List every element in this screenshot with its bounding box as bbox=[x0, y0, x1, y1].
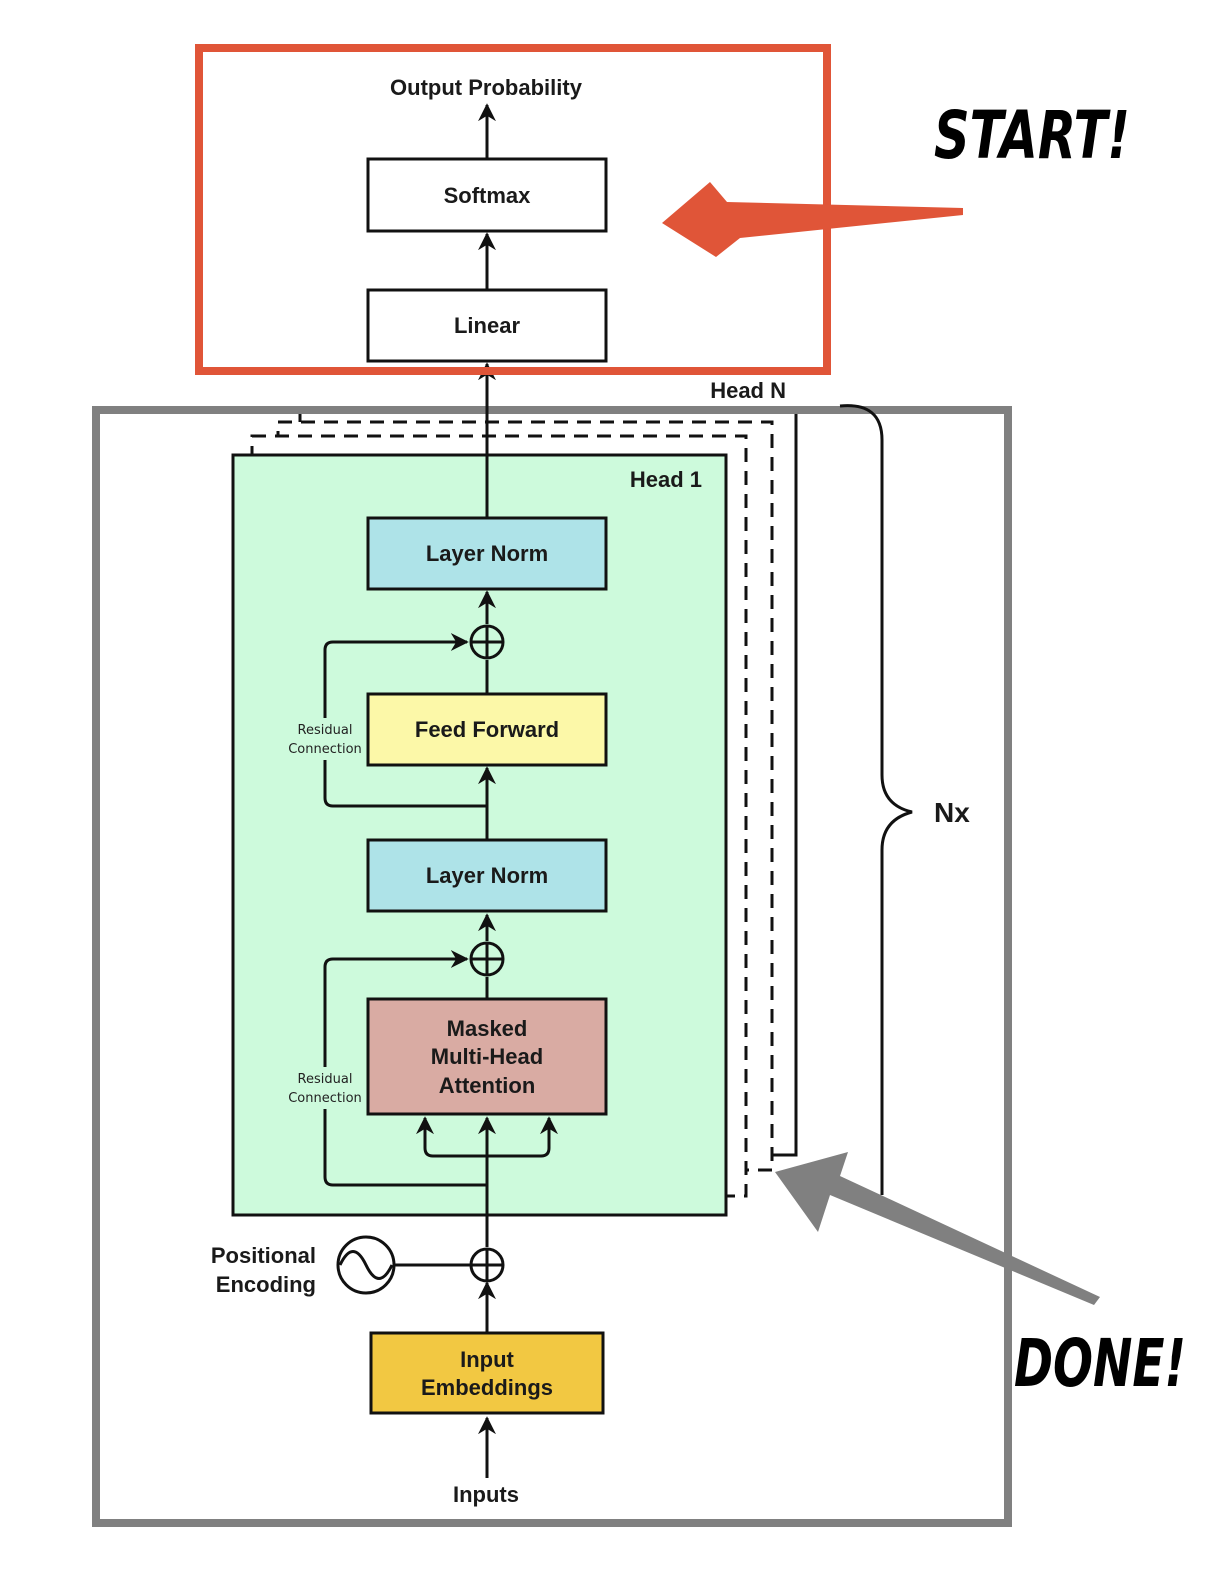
linear-box bbox=[366, 288, 608, 363]
inputs-label: Inputs bbox=[453, 1482, 519, 1507]
masked-attention-box bbox=[366, 997, 608, 1116]
softmax-box bbox=[366, 157, 608, 233]
layer-norm-bottom-label: Layer Norm bbox=[426, 863, 548, 888]
done-arrow bbox=[775, 1152, 1100, 1305]
done-annotation: DONE! bbox=[1014, 1325, 1186, 1402]
head-1-label: Head 1 bbox=[630, 467, 702, 492]
attention-input-branch bbox=[423, 1118, 551, 1158]
circled-plus-icon bbox=[469, 624, 505, 660]
layer-norm-top-label: Layer Norm bbox=[426, 541, 548, 566]
residual-label-1-bg bbox=[288, 1067, 362, 1109]
start-arrow bbox=[662, 182, 963, 257]
residual-label-2-bg bbox=[288, 718, 362, 760]
circled-plus-icon bbox=[469, 1247, 505, 1283]
nx-label: Nx bbox=[934, 797, 970, 828]
residual-label-1-line2: Connection bbox=[288, 1091, 362, 1106]
nx-brace bbox=[839, 404, 913, 1195]
layer-norm-bottom-box bbox=[366, 838, 608, 913]
positional-encoding-label-line1: Positional bbox=[211, 1243, 316, 1268]
masked-attention-label-line1: Masked bbox=[447, 1016, 528, 1041]
circled-plus-icon bbox=[469, 941, 505, 977]
input-embeddings-label-line1: Input bbox=[460, 1347, 514, 1372]
masked-attention-label-line2: Multi-Head bbox=[431, 1044, 543, 1069]
residual-label-1-line1: Residual bbox=[298, 1072, 353, 1087]
feed-forward-label: Feed Forward bbox=[415, 717, 559, 742]
masked-attention-label-line3: Attention bbox=[439, 1073, 536, 1098]
input-embeddings-box bbox=[369, 1331, 605, 1415]
residual-label-2-line1: Residual bbox=[298, 723, 353, 738]
positional-encoding-label-line2: Encoding bbox=[216, 1272, 316, 1297]
residual-label-2-line2: Connection bbox=[288, 742, 362, 757]
linear-label: Linear bbox=[454, 313, 520, 338]
layer-norm-top-box bbox=[366, 516, 608, 591]
done-highlight-frame bbox=[92, 406, 1012, 1527]
input-embeddings-label-line2: Embeddings bbox=[421, 1375, 553, 1400]
start-annotation: START! bbox=[934, 97, 1130, 174]
softmax-label: Softmax bbox=[444, 183, 532, 208]
head-n-label: Head N bbox=[710, 378, 786, 403]
sine-wave-icon bbox=[336, 1235, 396, 1295]
output-probability-label: Output Probability bbox=[390, 75, 583, 100]
feed-forward-box bbox=[366, 692, 608, 767]
